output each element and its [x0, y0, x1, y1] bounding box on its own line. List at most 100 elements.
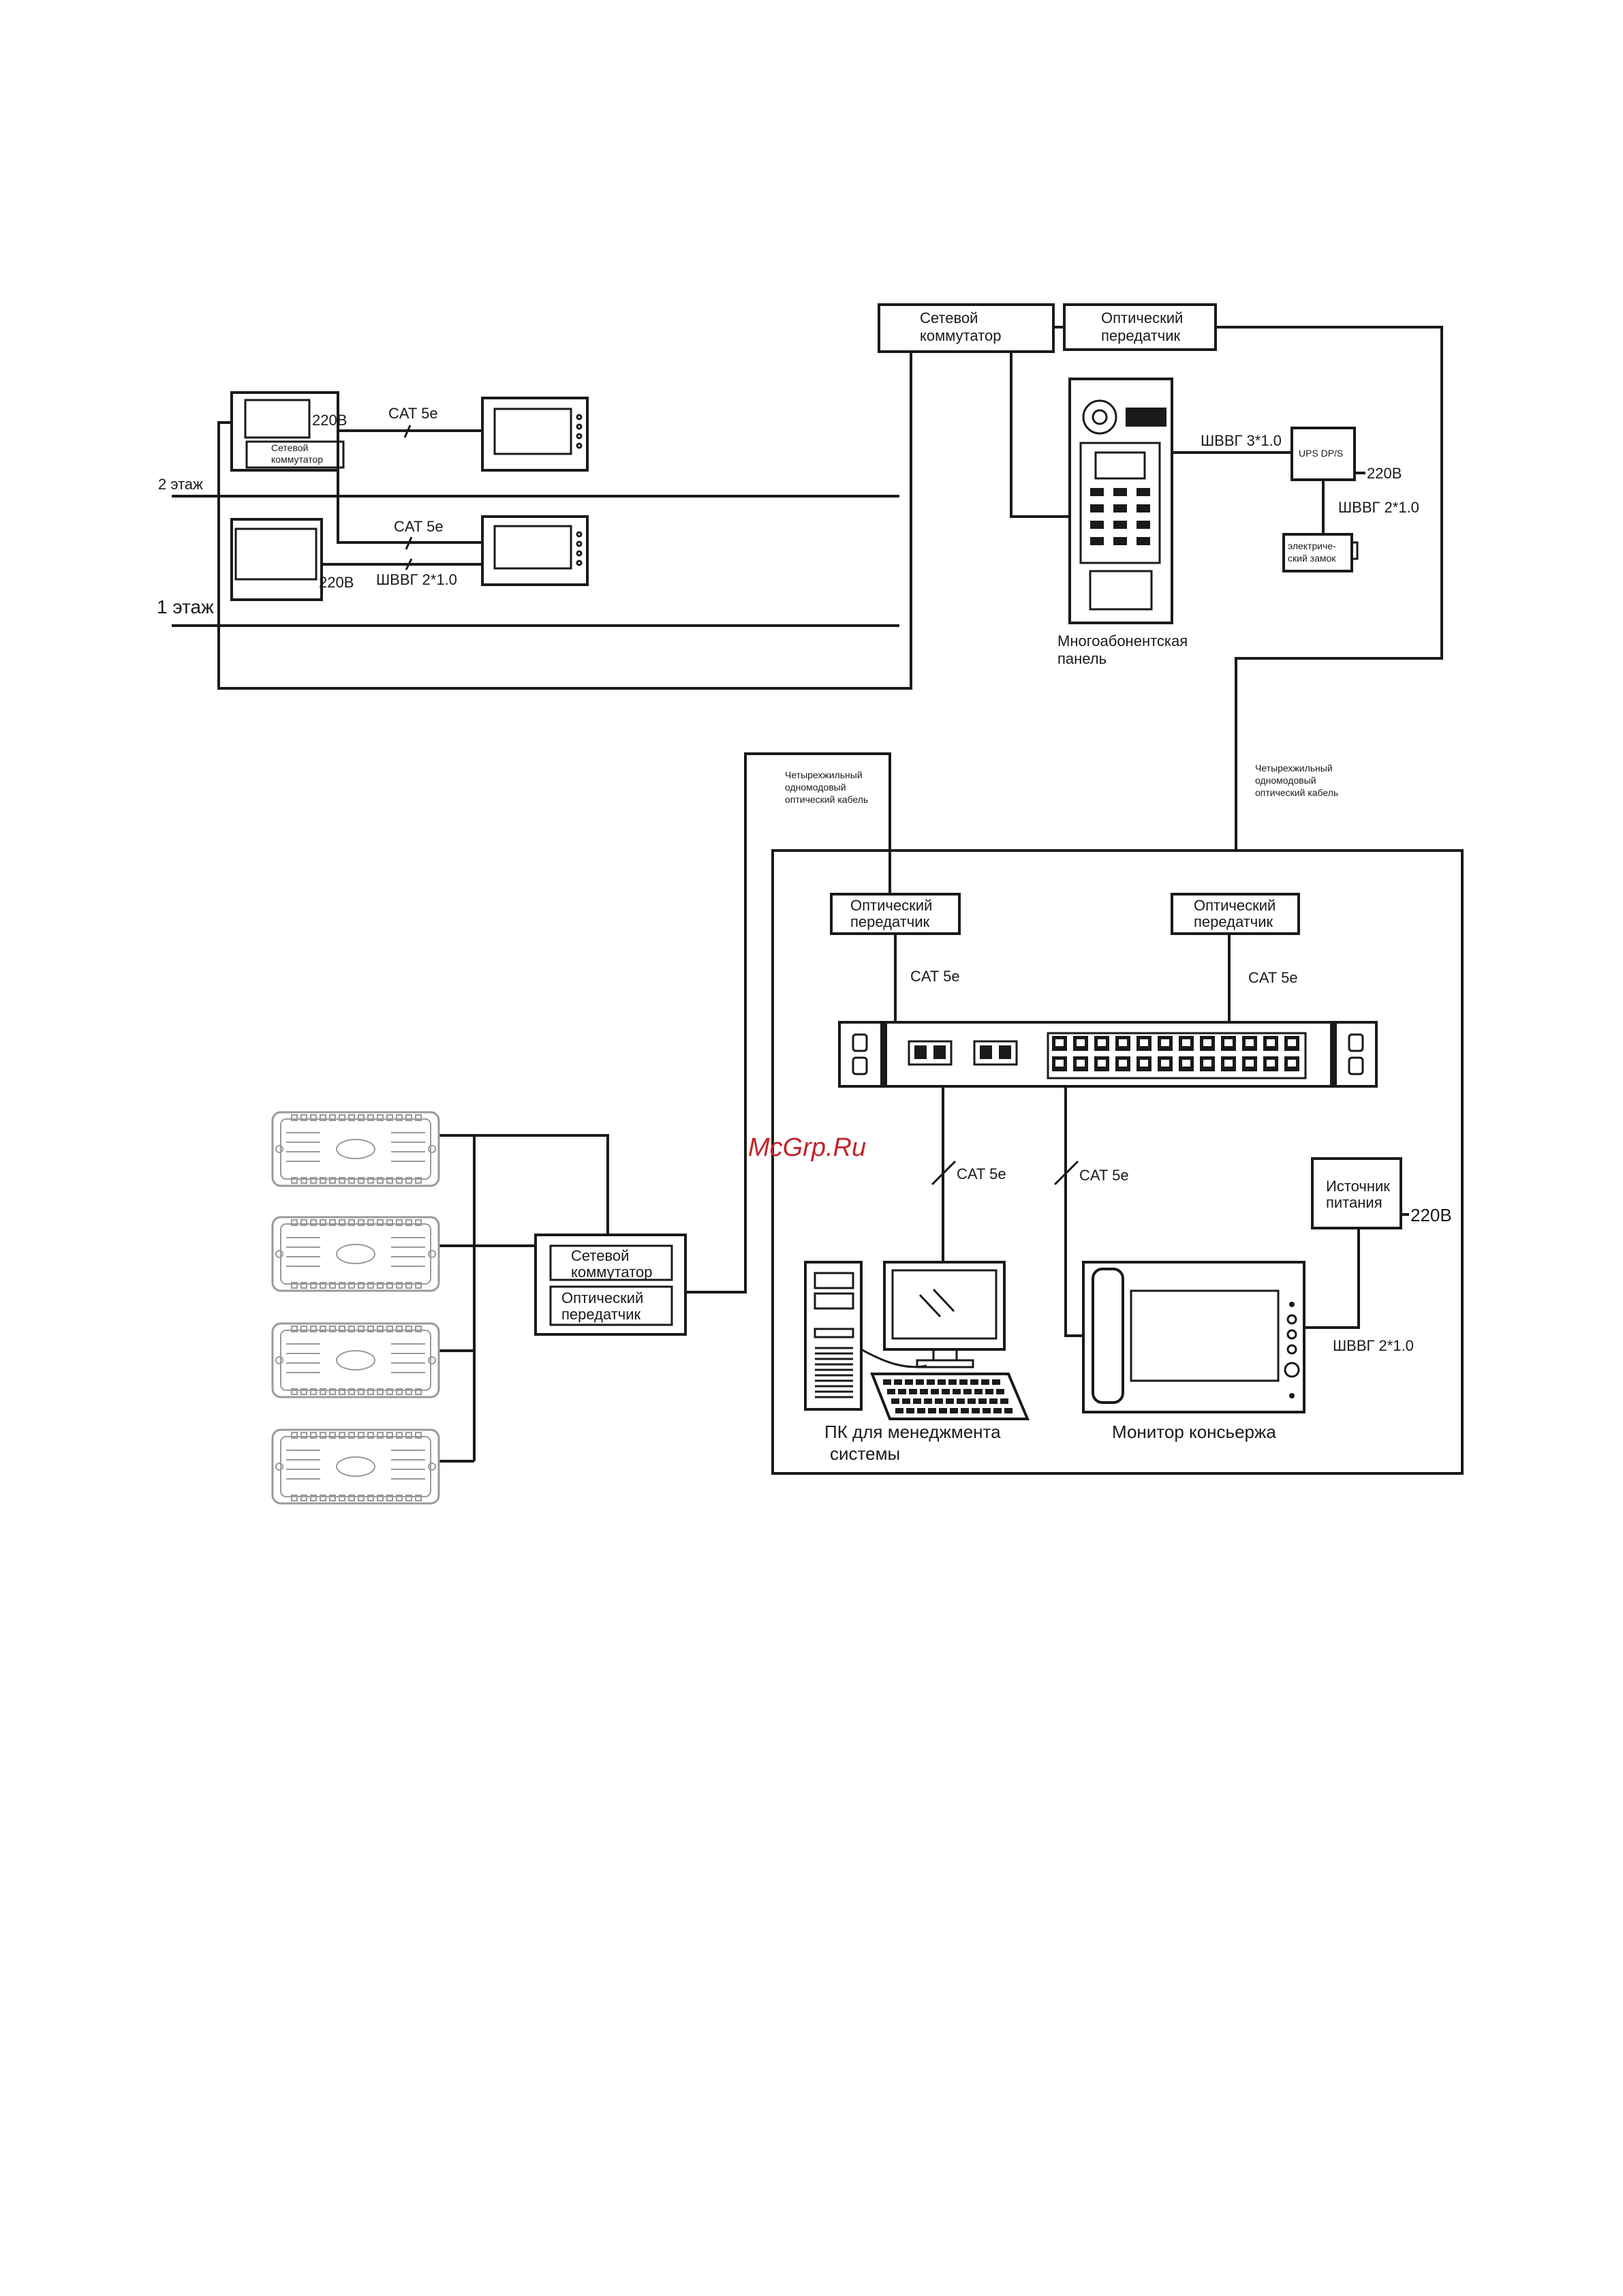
- rack-switch: [838, 1021, 1378, 1088]
- controllers-switch-label-2: коммутатор: [571, 1264, 653, 1281]
- pc-cable-label: CAT 5e: [957, 1165, 1006, 1182]
- pc-keyboard-keys: [883, 1379, 1013, 1413]
- pc-vents: [815, 1347, 853, 1398]
- floor1-power-unit: [230, 518, 323, 601]
- control-room: Оптический передатчик Оптический передат…: [771, 849, 1464, 1475]
- panel-keypad: [1090, 488, 1150, 545]
- panel-speaker-grille: [1126, 408, 1166, 427]
- control-optic-right: [1171, 893, 1300, 935]
- control-optic-right-1: Оптический: [1194, 897, 1276, 914]
- entrance-optic-box: [1063, 303, 1217, 351]
- controller-unit: [271, 1322, 440, 1398]
- control-optic-right-2: передатчик: [1194, 913, 1273, 930]
- lock-label-2: ский замок: [1288, 553, 1336, 564]
- ups-label: UPS DP/S: [1299, 448, 1343, 459]
- pc-keyboard: [870, 1373, 1030, 1420]
- watermark: McGrp.Ru: [748, 1133, 866, 1162]
- floor1-cable-power: ШВВГ 2*1.0: [376, 571, 457, 588]
- controllers-optic-label-1: Оптический: [561, 1289, 643, 1306]
- floor2-label: 2 этаж: [158, 476, 203, 493]
- entrance-switch-label-2: коммутатор: [920, 327, 1002, 344]
- entrance-optic-label-2: передатчик: [1101, 327, 1181, 344]
- cable-switch-panel: [1010, 352, 1070, 518]
- floor2-monitor: [481, 397, 589, 472]
- panel-card-reader: [1089, 570, 1153, 611]
- controller-units: [271, 1111, 440, 1505]
- panel-keypad-area: [1079, 442, 1161, 564]
- concierge-monitor: [1082, 1261, 1305, 1413]
- fiber-left-label-1: Четырехжильный: [785, 769, 863, 780]
- fiber-right-route: [1216, 326, 1443, 851]
- floor-section: 2 этаж 1 этаж 220В Сетевой коммутатор CA…: [157, 352, 912, 690]
- floor1-monitor: [481, 515, 589, 586]
- fiber-right-label-2: одномодовый: [1255, 775, 1316, 786]
- psu-label-2: питания: [1326, 1194, 1382, 1211]
- ups-box: [1290, 427, 1356, 481]
- controllers-switch-box: [549, 1244, 673, 1281]
- floor2-monitor-buttons: [576, 414, 583, 449]
- pc-monitor: [883, 1261, 1006, 1351]
- cable-mark: [405, 536, 413, 550]
- panel-cable-label: ШВВГ 3*1.0: [1201, 432, 1282, 449]
- panel-label-2: панель: [1057, 650, 1107, 667]
- control-optic-left-1: Оптический: [850, 897, 932, 914]
- entrance-switch-label-1: Сетевой: [920, 309, 978, 326]
- concierge-handset: [1092, 1268, 1124, 1404]
- concierge-screen: [1130, 1289, 1280, 1382]
- fiber-right-label-1: Четырехжильный: [1255, 763, 1333, 774]
- lock-label-1: электриче-: [1288, 540, 1336, 551]
- lock-cable-label: ШВВГ 2*1.0: [1338, 499, 1419, 516]
- pc-label-1: ПК для менеджмента: [824, 1422, 1001, 1442]
- controller-unit: [271, 1111, 440, 1187]
- entrance-section: Сетевой коммутатор Оптический передатчик…: [878, 303, 1443, 851]
- fiber-labels: Четырехжильный одномодовый оптический ка…: [685, 752, 1338, 1294]
- power-source-box: [1311, 1157, 1402, 1229]
- management-pc: [804, 1261, 1030, 1420]
- control-cable-left: CAT 5e: [910, 968, 960, 985]
- cable-controllers-top: [439, 1134, 609, 1235]
- floor1-monitor-buttons: [576, 531, 583, 566]
- psu-voltage: 220В: [1410, 1205, 1452, 1225]
- control-cable-right: CAT 5e: [1248, 969, 1298, 986]
- cable-mark: [403, 425, 412, 438]
- fiber-left-route: [685, 752, 891, 1294]
- floor1-label: 1 этаж: [157, 596, 214, 617]
- control-optic-left: [830, 893, 961, 935]
- panel-label-1: Многоабонентская: [1057, 632, 1188, 649]
- controllers-group: Сетевой коммутатор Оптический передатчик: [271, 1111, 687, 1505]
- pc-label-2: системы: [830, 1443, 900, 1464]
- cable-mark: [931, 1160, 957, 1186]
- cable-mark: [1053, 1160, 1079, 1186]
- panel-display: [1094, 451, 1146, 480]
- floor2-psu-voltage: 220В: [312, 412, 347, 429]
- rack-ports: [1052, 1036, 1299, 1071]
- control-room-border: [771, 849, 1464, 1475]
- controllers-cabinet: [534, 1234, 687, 1336]
- controller-unit: [271, 1428, 440, 1505]
- floor2-switch-label-2: коммутатор: [271, 454, 323, 465]
- fiber-right-label-3: оптический кабель: [1255, 787, 1338, 798]
- fiber-left-label-3: оптический кабель: [785, 794, 868, 805]
- entrance-optic-label-1: Оптический: [1101, 309, 1183, 326]
- controllers-switch-label-1: Сетевой: [571, 1247, 629, 1264]
- floor1-cable-cat: CAT 5e: [394, 518, 444, 535]
- monitor-cable-label: CAT 5e: [1079, 1167, 1129, 1184]
- controllers-optic-label-2: передатчик: [561, 1306, 641, 1323]
- control-optic-left-2: передатчик: [850, 913, 930, 930]
- cable-switch-to-floors: [217, 352, 912, 690]
- floor1-monitor-screen: [493, 525, 572, 570]
- floor2-psu-module: [244, 399, 311, 439]
- controller-unit: [271, 1216, 440, 1292]
- cable-mark: [405, 558, 413, 570]
- psu-label-1: Источник: [1326, 1178, 1390, 1195]
- floor2-power-unit: [230, 391, 339, 472]
- cable-psu-monitor: [1304, 1228, 1360, 1329]
- floor2-cable-label: CAT 5e: [388, 405, 438, 422]
- panel-camera: [1082, 399, 1117, 435]
- floor1-psu-voltage: 220В: [319, 574, 354, 591]
- controllers-optic-box: [549, 1285, 673, 1326]
- floor1-psu-module: [234, 527, 318, 581]
- fiber-left-label-2: одномодовый: [785, 782, 846, 793]
- concierge-label: Монитор консьержа: [1112, 1422, 1276, 1442]
